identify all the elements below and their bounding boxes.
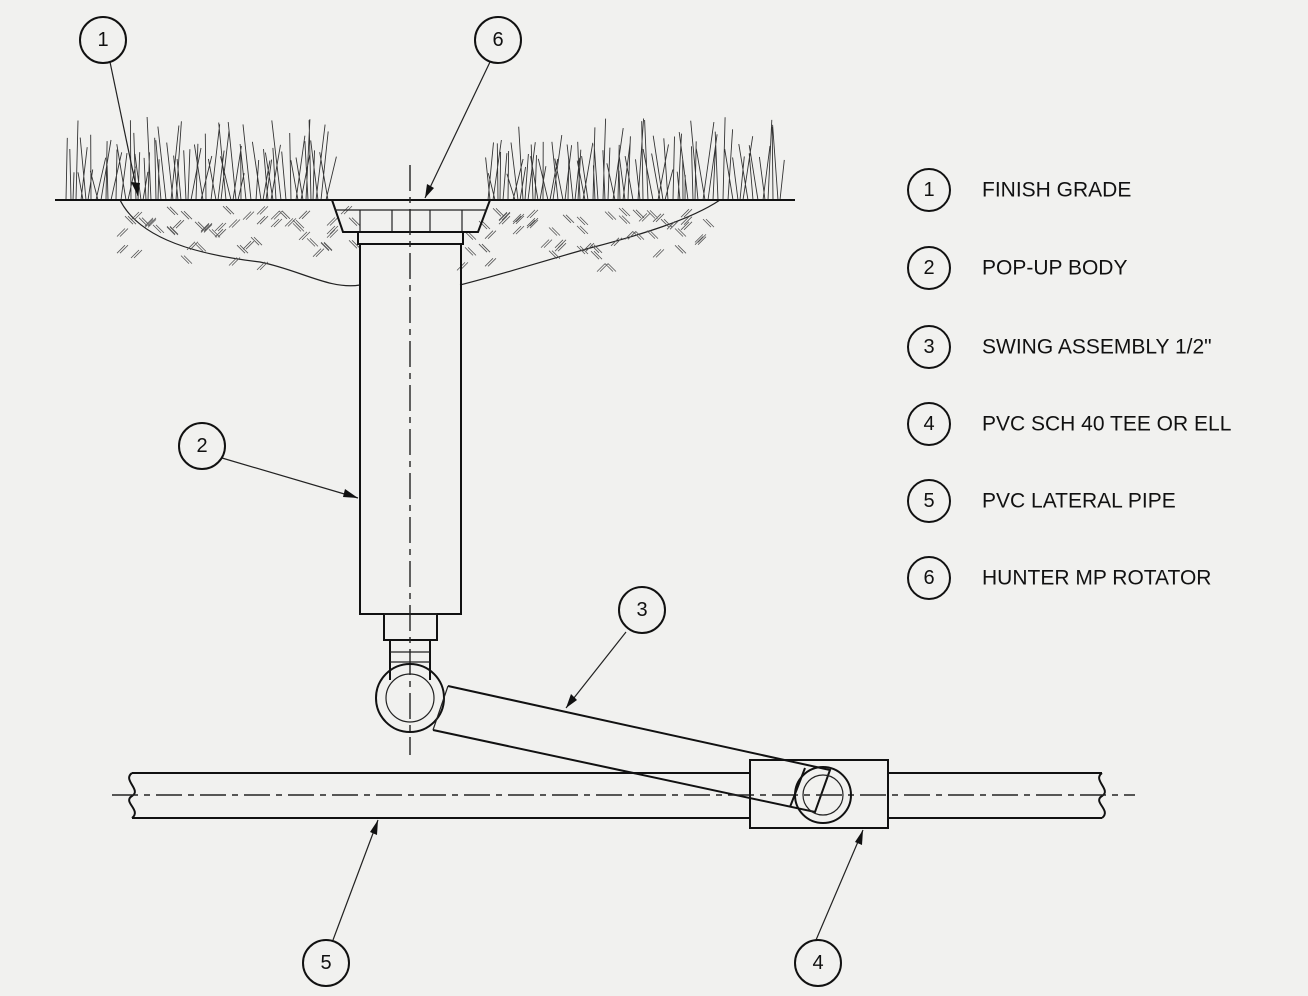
leader-lines — [109, 61, 864, 941]
callout-3: 3 — [618, 586, 666, 634]
legend-item-3: 3 SWING ASSEMBLY 1/2" — [907, 325, 1212, 369]
grass-left — [65, 116, 337, 201]
callout-2-number: 2 — [196, 435, 207, 457]
callout-5-number: 5 — [320, 952, 331, 974]
legend-item-2: 2 POP-UP BODY — [907, 246, 1127, 290]
grass-blades — [485, 117, 785, 201]
callout-3-number: 3 — [636, 599, 647, 621]
legend-5-label: PVC LATERAL PIPE — [982, 490, 1176, 513]
soil-mound — [116, 199, 721, 287]
legend-6-label: HUNTER MP ROTATOR — [982, 567, 1211, 590]
legend-item-6: 6 HUNTER MP ROTATOR — [907, 556, 1211, 600]
callout-5: 5 — [302, 939, 350, 987]
legend-item-4: 4 PVC SCH 40 TEE OR ELL — [907, 402, 1231, 446]
legend-5-number: 5 — [923, 490, 934, 512]
legend-3-label: SWING ASSEMBLY 1/2" — [982, 336, 1212, 359]
callout-6-number: 6 — [492, 29, 503, 51]
legend-6-number: 6 — [923, 567, 934, 589]
legend-item-1: 1 FINISH GRADE — [907, 168, 1131, 212]
grass-blades — [65, 116, 337, 201]
legend-4-label: PVC SCH 40 TEE OR ELL — [982, 413, 1231, 436]
legend-2-number: 2 — [923, 257, 934, 279]
legend-item-5: 5 PVC LATERAL PIPE — [907, 479, 1176, 523]
lateral-pipe — [128, 772, 1106, 819]
callout-6: 6 — [474, 16, 522, 64]
grass-right — [485, 117, 785, 201]
callout-2: 2 — [178, 422, 226, 470]
legend-3-number: 3 — [923, 336, 934, 358]
callout-1-number: 1 — [97, 29, 108, 51]
callout-4-number: 4 — [812, 952, 823, 974]
legend-1-label: FINISH GRADE — [982, 179, 1131, 202]
legend-4-number: 4 — [923, 413, 934, 435]
callout-4: 4 — [794, 939, 842, 987]
legend-2-label: POP-UP BODY — [982, 257, 1127, 280]
tee-fitting — [749, 759, 889, 829]
rotator-cap — [330, 199, 492, 245]
soil-hatch-marks — [116, 205, 715, 272]
callout-1: 1 — [79, 16, 127, 64]
swing-assembly — [432, 685, 832, 814]
legend: 1 FINISH GRADE 2 POP-UP BODY 3 SWING ASS… — [907, 168, 1231, 600]
legend-1-number: 1 — [923, 179, 934, 201]
